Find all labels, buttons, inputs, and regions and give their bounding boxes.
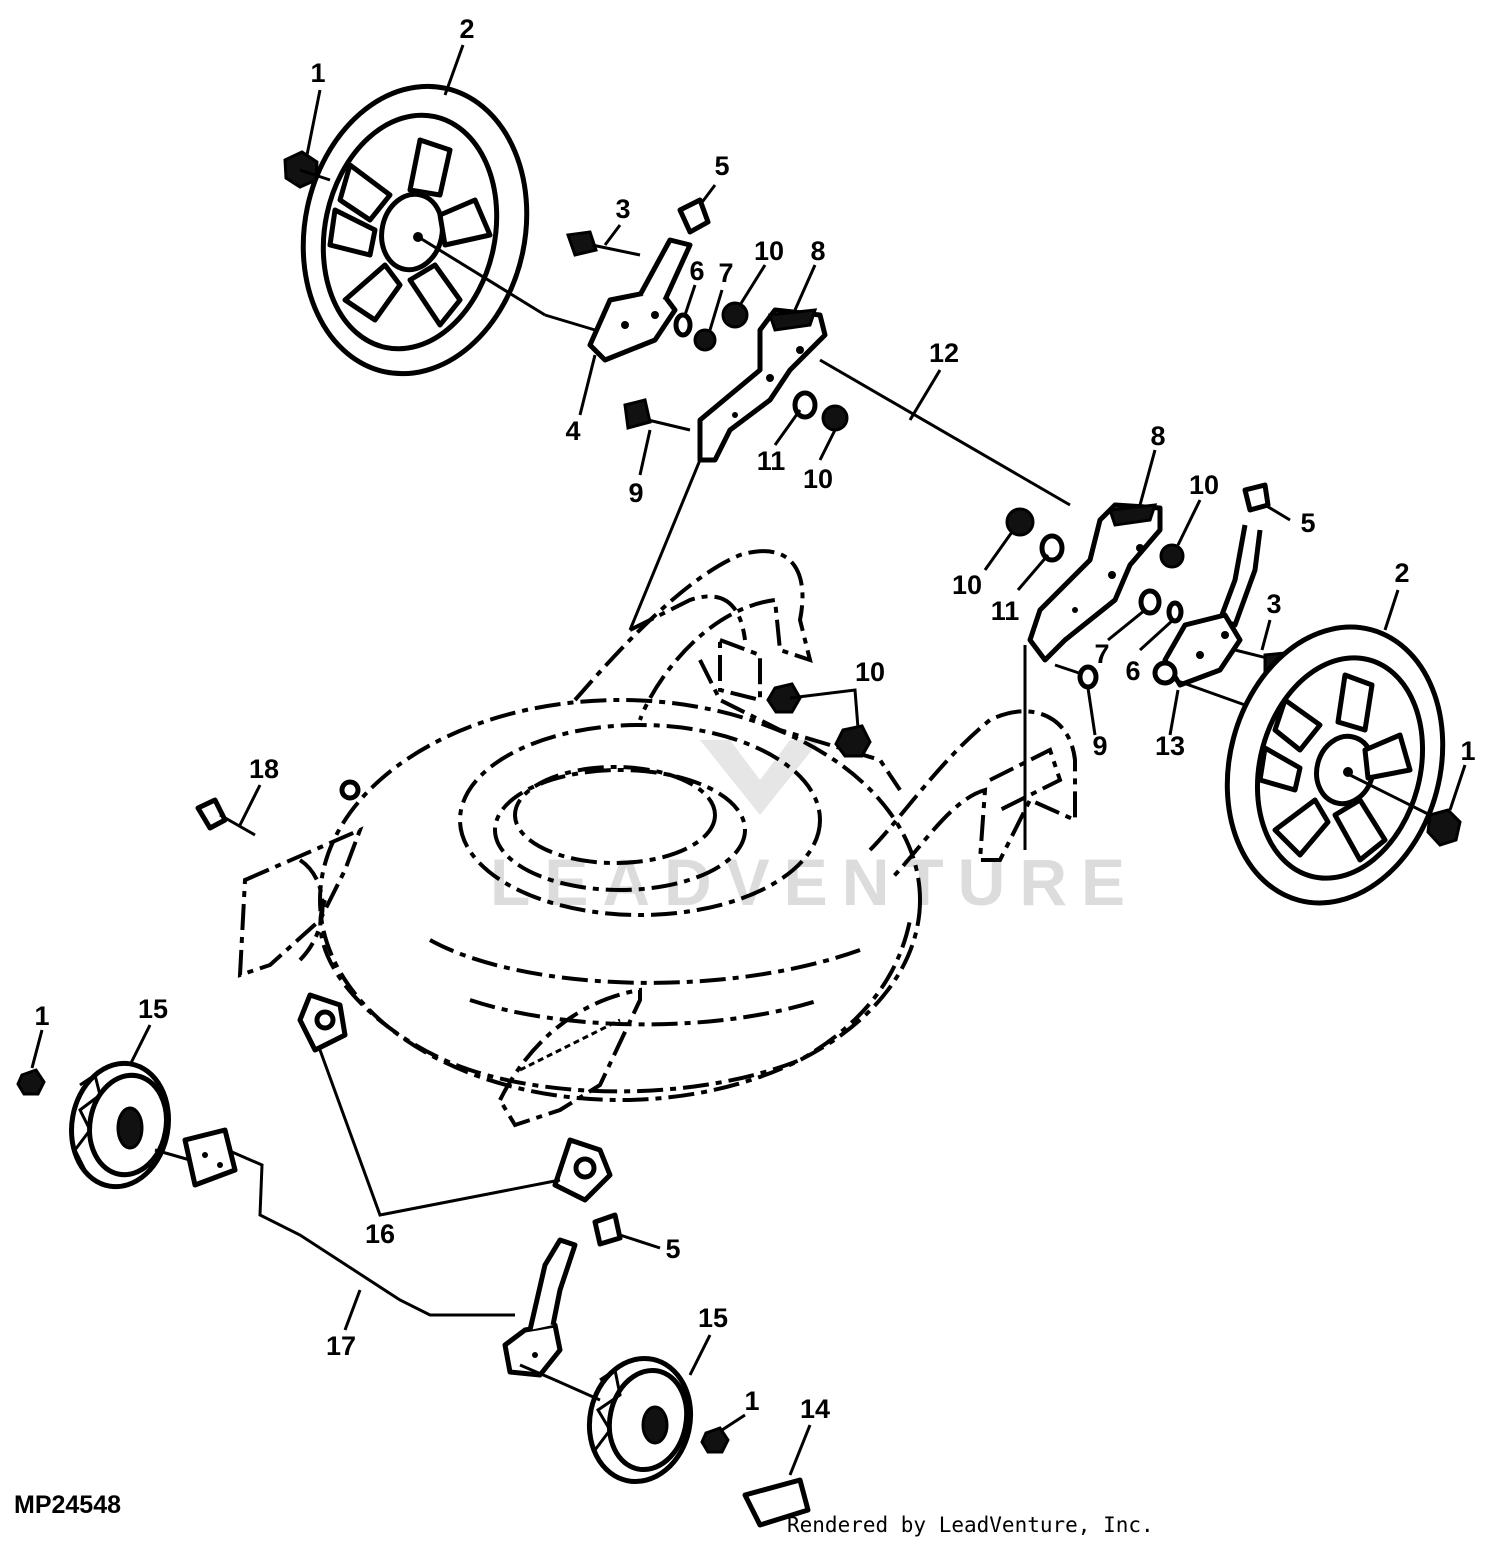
- deck-inserts-16: [297, 992, 613, 1203]
- callout-1: 1: [310, 58, 325, 88]
- callout-4: 4: [565, 416, 580, 446]
- callout-7: 7: [1094, 639, 1109, 669]
- callout-5: 5: [1300, 508, 1315, 538]
- callout-14: 14: [800, 1394, 830, 1424]
- callout-2: 2: [1394, 558, 1409, 588]
- callout-15: 15: [138, 994, 168, 1024]
- callout-15: 15: [698, 1303, 728, 1333]
- callout-10: 10: [855, 657, 885, 687]
- watermark-logo: LEADVENTURE: [490, 740, 1139, 919]
- callout-11: 11: [757, 446, 786, 476]
- callout-3: 3: [1266, 589, 1281, 619]
- mulch-plug-14: [742, 1477, 811, 1528]
- height-adjuster-left: [544, 197, 1071, 631]
- callout-8: 8: [810, 236, 825, 266]
- callout-3: 3: [615, 194, 630, 224]
- callout-6: 6: [1125, 656, 1140, 686]
- rear-wheel-left: [300, 83, 546, 377]
- callout-12: 12: [929, 338, 959, 368]
- callout-11: 11: [991, 596, 1020, 626]
- leader-lines: [30, 44, 1467, 1476]
- front-wheel-left: [16, 1060, 171, 1190]
- callout-1: 1: [1460, 736, 1475, 766]
- callout-2: 2: [459, 14, 474, 44]
- callout-10: 10: [803, 464, 833, 494]
- deck-nut-10a: [766, 682, 802, 714]
- callout-1: 1: [744, 1386, 759, 1416]
- mower-deck: [237, 549, 1077, 1128]
- callout-9: 9: [628, 478, 643, 508]
- callout-10: 10: [754, 236, 784, 266]
- front-wheel-right: [554, 1355, 730, 1485]
- callout-17: 17: [326, 1331, 356, 1361]
- watermark-text: LEADVENTURE: [490, 845, 1139, 919]
- rear-wheel-right: [1224, 624, 1446, 906]
- callout-8: 8: [1150, 421, 1165, 451]
- callout-labels: 1 2 3 4 5 6 7 10 8 12 9 11 10 8 10 5 10 …: [34, 14, 1475, 1424]
- bolt-18: [195, 797, 256, 837]
- figure-id: MP24548: [14, 1491, 121, 1519]
- callout-13: 13: [1155, 731, 1185, 761]
- callout-5: 5: [665, 1234, 680, 1264]
- callout-6: 6: [689, 256, 704, 286]
- callout-9: 9: [1092, 731, 1107, 761]
- front-axle-17: [154, 1127, 578, 1382]
- callout-1: 1: [34, 1001, 49, 1031]
- callout-18: 18: [249, 754, 279, 784]
- callout-7: 7: [718, 258, 733, 288]
- height-adjuster-right: [1005, 482, 1287, 850]
- callout-16: 16: [365, 1219, 395, 1249]
- wheel-nut-1-right: [1426, 808, 1462, 847]
- deck-nut-10b: [834, 724, 872, 758]
- cap-5-front: [592, 1212, 623, 1247]
- callout-5: 5: [714, 151, 729, 181]
- callout-10: 10: [952, 570, 982, 600]
- credit-text: Rendered by LeadVenture, Inc.: [787, 1513, 1154, 1537]
- callout-10: 10: [1189, 470, 1219, 500]
